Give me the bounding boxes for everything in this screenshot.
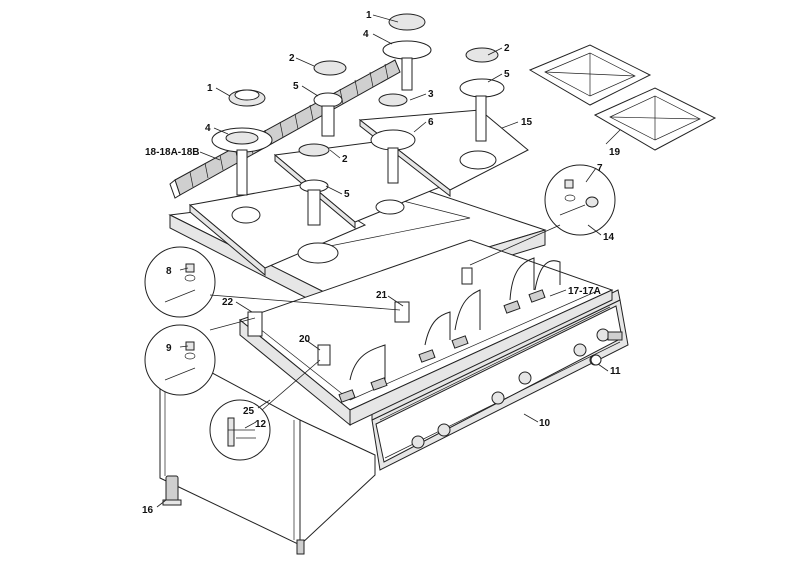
label-15: 15 [521, 117, 533, 128]
label-10: 10 [539, 418, 551, 429]
thermocouple-bracket [317, 344, 331, 366]
knob [518, 371, 532, 385]
thermocouple-bracket [247, 311, 263, 337]
knob [411, 435, 425, 449]
label-8: 8 [166, 266, 172, 277]
label-1: 1 [207, 83, 213, 94]
label-25: 25 [243, 406, 255, 417]
detail-circle-12 [209, 399, 271, 461]
thermocouple-bracket [461, 267, 473, 285]
knob [491, 391, 505, 405]
detail-circle-9 [144, 324, 216, 396]
label-16: 16 [142, 505, 154, 516]
knob [573, 343, 587, 357]
thermocouple-bracket [394, 301, 410, 323]
label-21: 21 [376, 290, 388, 301]
pan-supports [528, 44, 717, 151]
label-2: 2 [289, 53, 295, 64]
knob [437, 423, 451, 437]
label-17-17A: 17-17A [568, 286, 601, 297]
label-18-18A-18B: 18-18A-18B [145, 147, 199, 158]
label-1: 1 [366, 10, 372, 21]
detail-circle-7 [544, 164, 616, 236]
knob [596, 328, 610, 342]
knobs [411, 328, 623, 449]
label-14: 14 [603, 232, 615, 243]
label-22: 22 [222, 297, 234, 308]
label-5: 5 [344, 189, 350, 200]
label-2: 2 [504, 43, 510, 54]
leader-lines [156, 14, 621, 508]
label-2: 2 [342, 154, 348, 165]
detail-circle-8 [144, 246, 216, 318]
part-labels: 1 4 2 2 5 5 1 3 4 6 15 18-18A-18B 2 5 19… [142, 10, 621, 516]
label-19: 19 [609, 147, 621, 158]
burner-bowls [188, 109, 529, 277]
label-4: 4 [363, 29, 369, 40]
label-4: 4 [205, 123, 211, 134]
label-9: 9 [166, 343, 172, 354]
manifold-tray [238, 239, 614, 427]
adjustable-foot [162, 475, 182, 506]
label-11: 11 [610, 366, 621, 377]
label-5: 5 [293, 81, 299, 92]
label-3: 3 [428, 89, 434, 100]
gas-pipes [247, 257, 561, 403]
label-12: 12 [255, 419, 267, 430]
label-7: 7 [597, 163, 603, 174]
burners [211, 13, 505, 226]
gas-connection [590, 354, 602, 366]
label-5: 5 [504, 69, 510, 80]
label-20: 20 [299, 334, 311, 345]
cabinet-foot [296, 539, 305, 555]
badge [607, 331, 623, 341]
label-6: 6 [428, 117, 434, 128]
